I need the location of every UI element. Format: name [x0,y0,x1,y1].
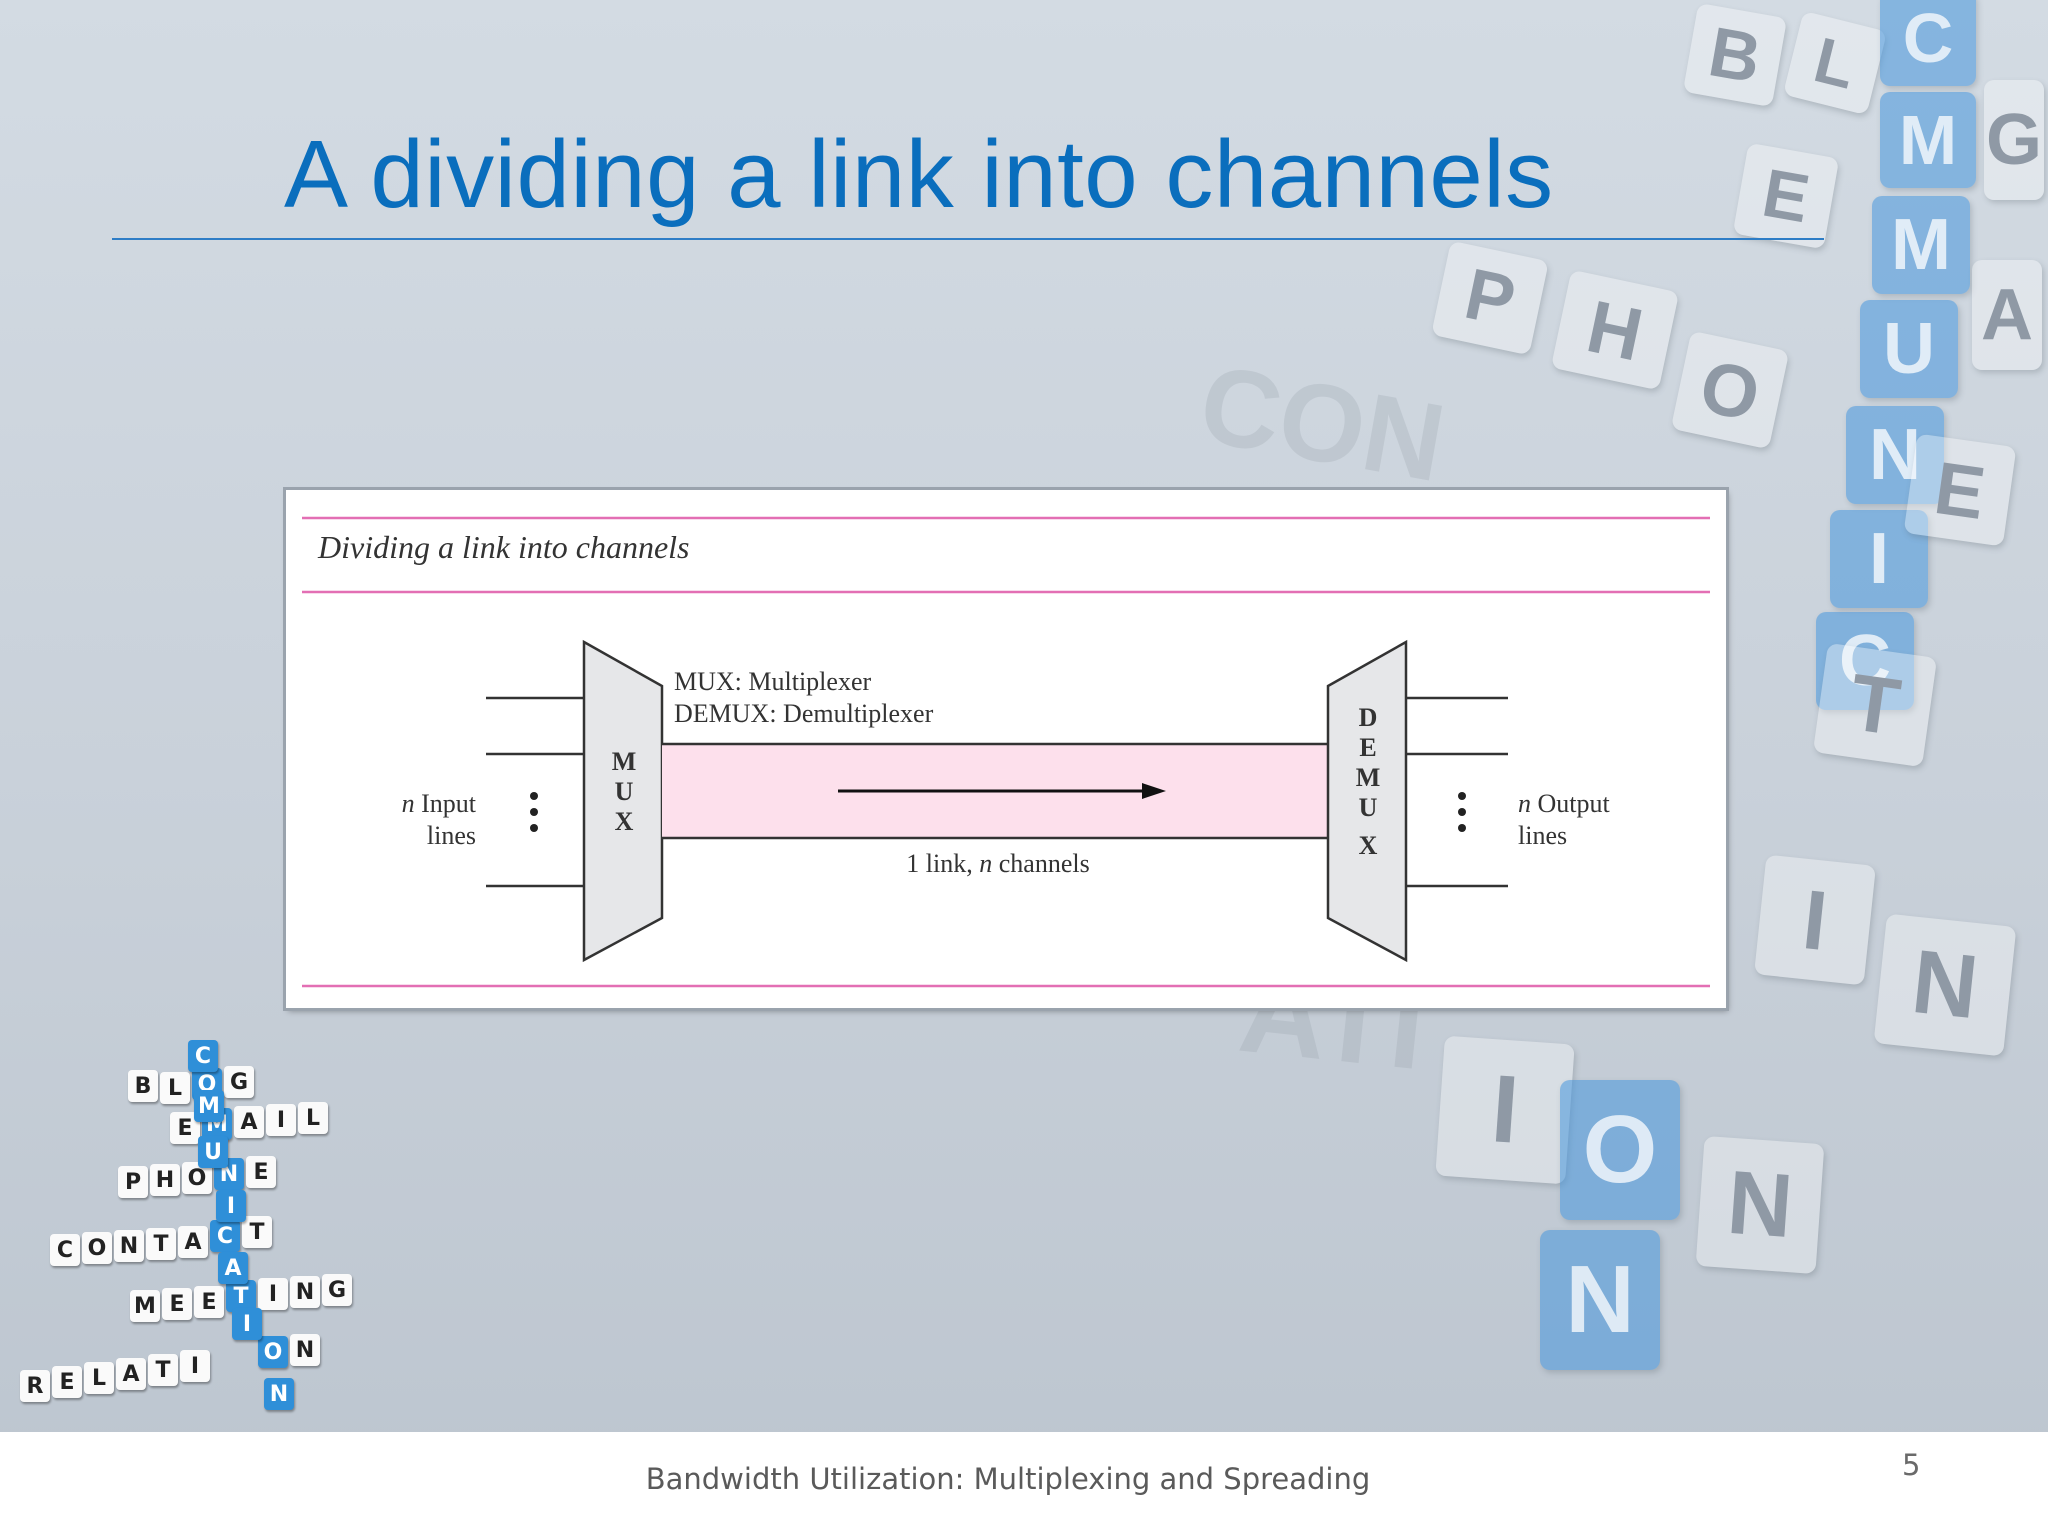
mux-letter: X [615,807,634,836]
title-underline [112,238,1824,240]
output-label-line1: n Output [1518,789,1611,818]
footer-bar [0,1432,2048,1536]
output-label-line2: lines [1518,821,1567,850]
communication-logo: B L O G E M A I L P H O N E C O N T A C … [20,1040,400,1430]
mux-letter: M [612,747,637,776]
demux-block [1326,639,1408,963]
demux-legend: DEMUX: Demultiplexer [674,699,934,728]
ellipsis-dot [1458,792,1466,800]
demux-letter: U [1359,793,1378,822]
mux-legend: MUX: Multiplexer [674,667,871,696]
demux-letter: X [1359,831,1378,860]
multiplexing-diagram: Dividing a link into channels n Input li… [302,516,1710,988]
link-label: 1 link, n channels [906,849,1089,878]
figure-caption: Dividing a link into channels [317,529,690,565]
demux-letter: M [1356,763,1381,792]
slide-title: A dividing a link into channels [284,121,1554,228]
ellipsis-dot [530,808,538,816]
footer-text: Bandwidth Utilization: Multiplexing and … [645,1462,1371,1496]
direction-arrow-head [1142,783,1166,799]
input-label-line1: n Input [402,789,477,818]
mux-block [582,639,664,963]
ellipsis-dot [530,792,538,800]
mux-letter: U [615,777,634,806]
ellipsis-dot [530,824,538,832]
ellipsis-dot [1458,808,1466,816]
input-label-line2: lines [427,821,476,850]
ellipsis-dot [1458,824,1466,832]
demux-letter: D [1359,703,1378,732]
page-number: 5 [1902,1448,1921,1482]
demux-letter: E [1359,733,1376,762]
figure-panel: Dividing a link into channels n Input li… [286,490,1726,1008]
